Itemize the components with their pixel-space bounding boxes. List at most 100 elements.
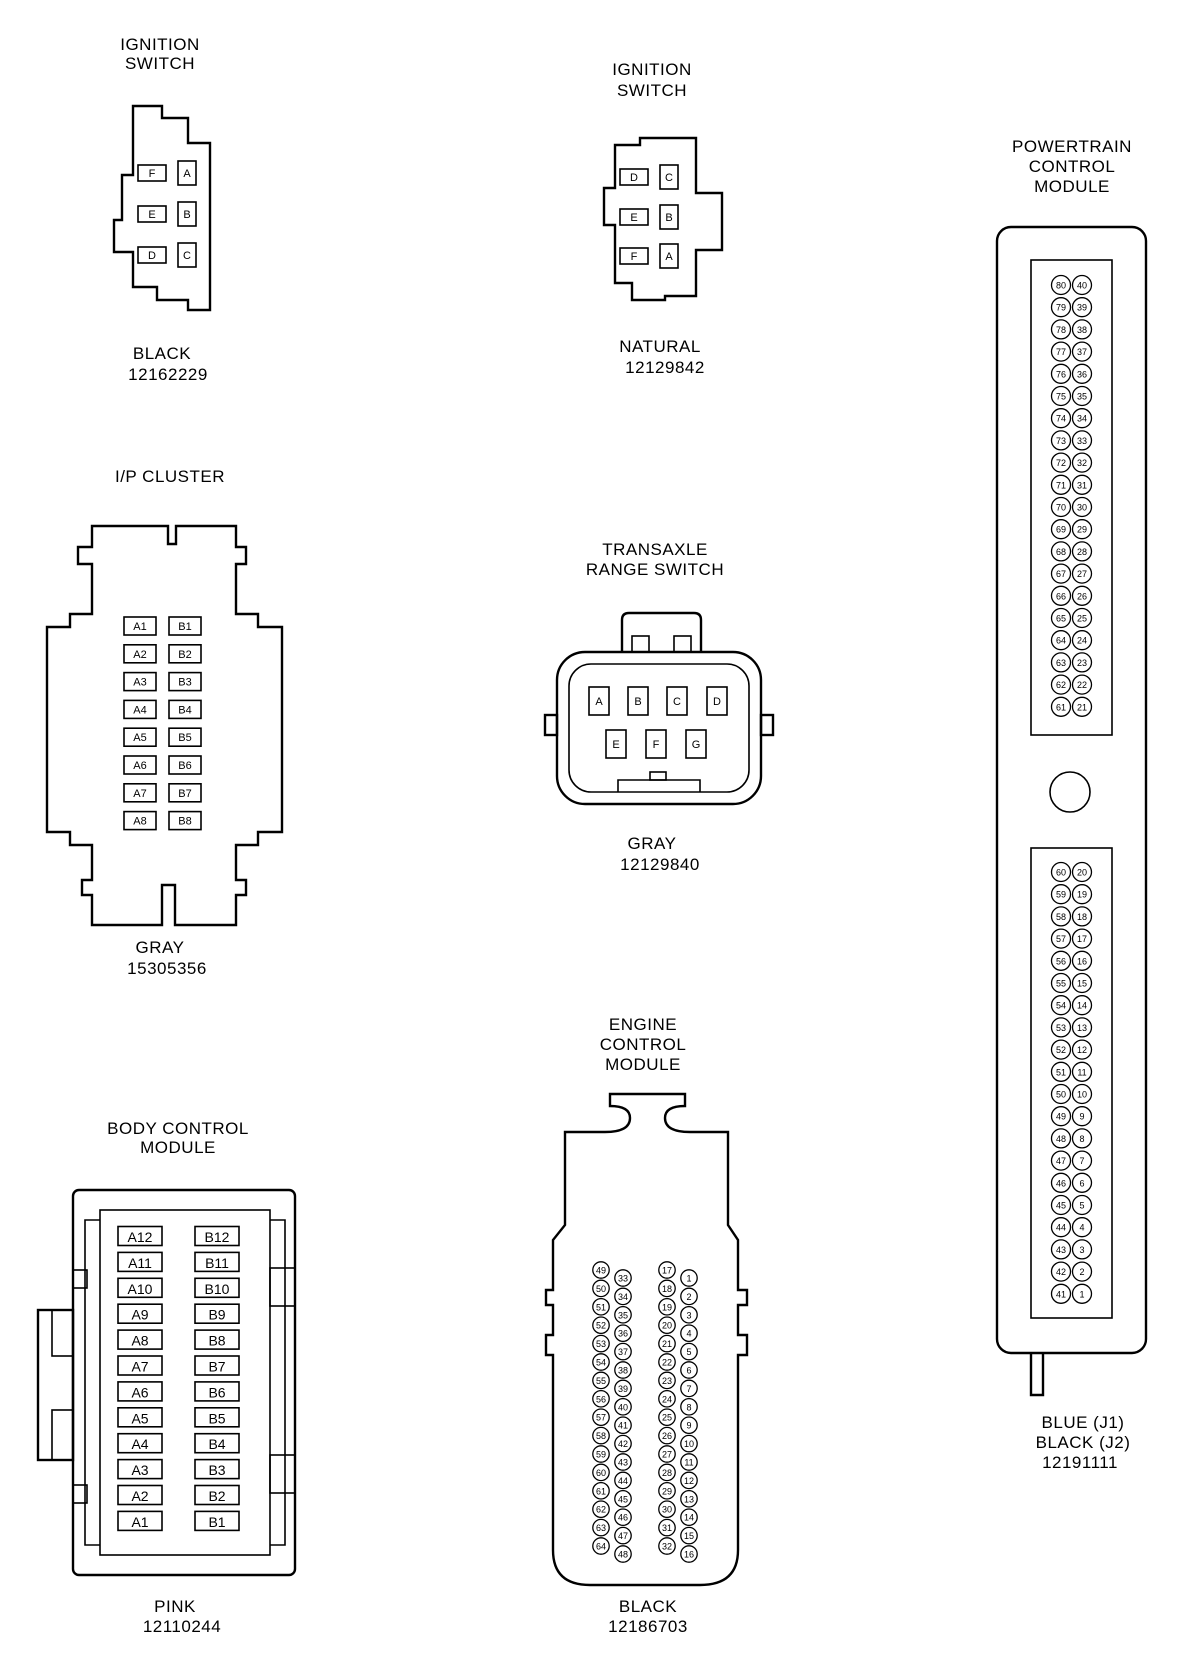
pin-cavity: [168, 755, 202, 775]
pin-cavity: [117, 1407, 163, 1428]
pin-cavity: [168, 810, 202, 831]
pin-35: 35: [1071, 385, 1093, 407]
pin-64: 64: [1050, 630, 1072, 651]
pin-label: 37: [1077, 347, 1087, 357]
pin-F: F: [645, 729, 667, 759]
pin-cavity: [117, 1225, 163, 1247]
side-notch-2: [72, 1484, 88, 1504]
pin-cavity: [680, 1526, 698, 1545]
pin-29: 29: [1071, 519, 1093, 540]
pin-B6: B6: [194, 1381, 240, 1402]
pin-cavity: [1071, 1039, 1093, 1060]
pin-label: E: [148, 209, 155, 221]
pin-6: 6: [680, 1361, 698, 1379]
pin-label: A10: [128, 1281, 153, 1297]
pin-11: 11: [680, 1453, 698, 1471]
upper-pin-block: [1030, 259, 1113, 736]
pin-63: 63: [592, 1518, 610, 1537]
pin-cavity: [1050, 1039, 1072, 1060]
pin-label: 14: [1077, 1001, 1087, 1011]
pin-label: 30: [662, 1505, 672, 1515]
pin-cavity: [645, 729, 667, 759]
pin-E: E: [619, 208, 649, 226]
pin-label: A1: [131, 1514, 148, 1530]
pin-51: 51: [592, 1297, 610, 1316]
pin-61: 61: [592, 1481, 610, 1500]
pin-54: 54: [592, 1353, 610, 1371]
pin-cavity: [1071, 1128, 1093, 1149]
pin-cavity: [658, 1261, 676, 1279]
pin-cavity: [1050, 496, 1072, 518]
latch: [620, 611, 703, 652]
pin-34: 34: [614, 1287, 632, 1306]
pin-73: 73: [1050, 430, 1072, 451]
pin-label: B4: [208, 1436, 225, 1452]
pin-cavity: [1050, 363, 1072, 384]
pin-45: 45: [614, 1489, 632, 1508]
pin-cavity: [680, 1471, 698, 1490]
pin-cavity: [1071, 1283, 1093, 1304]
pin-B2: B2: [168, 643, 202, 664]
pin-cavity: [1071, 1083, 1093, 1105]
pin-cavity: [1071, 474, 1093, 495]
pin-44: 44: [614, 1471, 632, 1490]
pin-label: B5: [178, 732, 191, 744]
pin-B10: B10: [194, 1277, 240, 1299]
pin-cavity: [614, 1397, 632, 1416]
pin-16: 16: [1071, 950, 1093, 971]
pin-cavity: [194, 1277, 240, 1299]
pin-cavity: [1050, 408, 1072, 429]
pin-label: B: [183, 209, 190, 221]
pin-cavity: [1071, 519, 1093, 540]
pin-18: 18: [1071, 906, 1093, 927]
pin-76: 76: [1050, 363, 1072, 384]
pin-label: G: [692, 739, 701, 751]
pin-cavity: [592, 1279, 610, 1298]
pin-cavity: [177, 242, 197, 268]
pin-label: B3: [208, 1462, 225, 1478]
pin-label: 50: [596, 1284, 606, 1294]
title-line-2: SWITCH: [125, 54, 195, 73]
pin-label: 63: [596, 1523, 606, 1533]
pin-B9: B9: [194, 1303, 240, 1324]
pin-cavity: [1050, 995, 1072, 1016]
pin-47: 47: [1050, 1150, 1072, 1171]
pin-label: C: [673, 696, 681, 708]
pin-33: 33: [1071, 430, 1093, 451]
title-line-1: IGNITION: [120, 35, 200, 54]
pin-label: 10: [684, 1439, 694, 1449]
pin-50: 50: [1050, 1083, 1072, 1105]
pin-label: B2: [208, 1488, 225, 1504]
pin-B7: B7: [194, 1355, 240, 1376]
pin-label: C: [183, 250, 191, 262]
pin-label: A11: [128, 1255, 152, 1271]
pin-cavity: [1071, 430, 1093, 451]
pin-cavity: [680, 1269, 698, 1287]
pin-cavity: [614, 1361, 632, 1379]
pin-cavity: [123, 810, 157, 831]
pin-72: 72: [1050, 452, 1072, 473]
inner-rail-left: [84, 1219, 100, 1546]
pin-label: B3: [178, 677, 191, 689]
pin-cavity: [614, 1305, 632, 1324]
pin-cavity: [1050, 541, 1072, 562]
pin-62: 62: [592, 1500, 610, 1519]
pin-8: 8: [1071, 1128, 1093, 1149]
pin-label: 33: [618, 1274, 628, 1284]
pin-label: 9: [686, 1421, 691, 1431]
latch-slot-right: [673, 635, 692, 653]
pin-79: 79: [1050, 297, 1072, 318]
pin-cavity: [1050, 341, 1072, 362]
pin-label: 65: [1056, 614, 1066, 624]
pin-B4: B4: [194, 1432, 240, 1454]
pin-label: 19: [1077, 890, 1087, 900]
pin-cavity: [1050, 928, 1072, 949]
pin-cavity: [614, 1508, 632, 1527]
title-line-2: CONTROL: [600, 1035, 687, 1054]
pin-label: A3: [133, 677, 146, 689]
pin-label: 7: [686, 1384, 691, 1394]
pin-cavity: [658, 1297, 676, 1316]
pin-label: A12: [128, 1229, 153, 1245]
pin-cavity: [680, 1489, 698, 1508]
pin-label: 32: [1077, 458, 1087, 468]
